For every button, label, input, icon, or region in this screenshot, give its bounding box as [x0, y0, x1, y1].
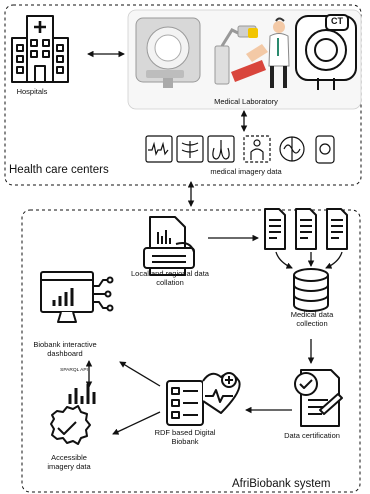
body-scan-icon [243, 135, 271, 163]
dashboard-label: Biobank interactive dashboard [33, 340, 97, 358]
arrows [85, 50, 343, 435]
health-care-title: Health care centers [9, 164, 109, 176]
hospitals-label: Hospitals [16, 87, 48, 96]
data-certification-label: Data certification [284, 431, 340, 440]
documents-database-arrow-right [325, 251, 343, 269]
accessible-imagery-icon [50, 384, 96, 445]
phone-scan-icon [315, 135, 335, 164]
dashboard-icon [40, 271, 114, 323]
documents-database-arrow-left [275, 251, 293, 269]
rdf-biobank-label: RDF based Digital Biobank [154, 428, 216, 446]
rdf-biobank-icon [166, 372, 241, 426]
medical-imagery-strip [145, 135, 335, 164]
medical-imagery-label: medical imagery data [210, 167, 282, 176]
ct-scanner-icon [295, 14, 357, 90]
ct-label: CT [331, 16, 343, 26]
documents-icon [264, 208, 348, 250]
ultrasound-doctor-icon [214, 17, 290, 88]
hospital-icon [11, 15, 69, 83]
medical-data-collection-label: Medical data collection [290, 310, 334, 328]
medical-laboratory-label: Medical Laboratory [214, 97, 278, 106]
afribiobank-title: AfriBiobank system [232, 478, 331, 490]
biobank-dashboard-arrow [119, 361, 161, 387]
sparql-api-label: SPARQL API [60, 368, 88, 373]
ecg-image-icon [145, 135, 173, 163]
data-collation-label: Local and regional data collation [131, 269, 209, 287]
accessible-imagery-label: Accessible imagery data [47, 453, 91, 471]
data-collation-icon [143, 216, 195, 276]
certification-icon [294, 369, 343, 427]
biobank-accessible-arrow [112, 411, 161, 435]
lungs-image-icon [207, 135, 235, 163]
xray-image-icon [176, 135, 204, 163]
mri-scanner-icon [135, 17, 201, 88]
afribiobank-region [21, 209, 361, 493]
database-icon [293, 268, 329, 312]
